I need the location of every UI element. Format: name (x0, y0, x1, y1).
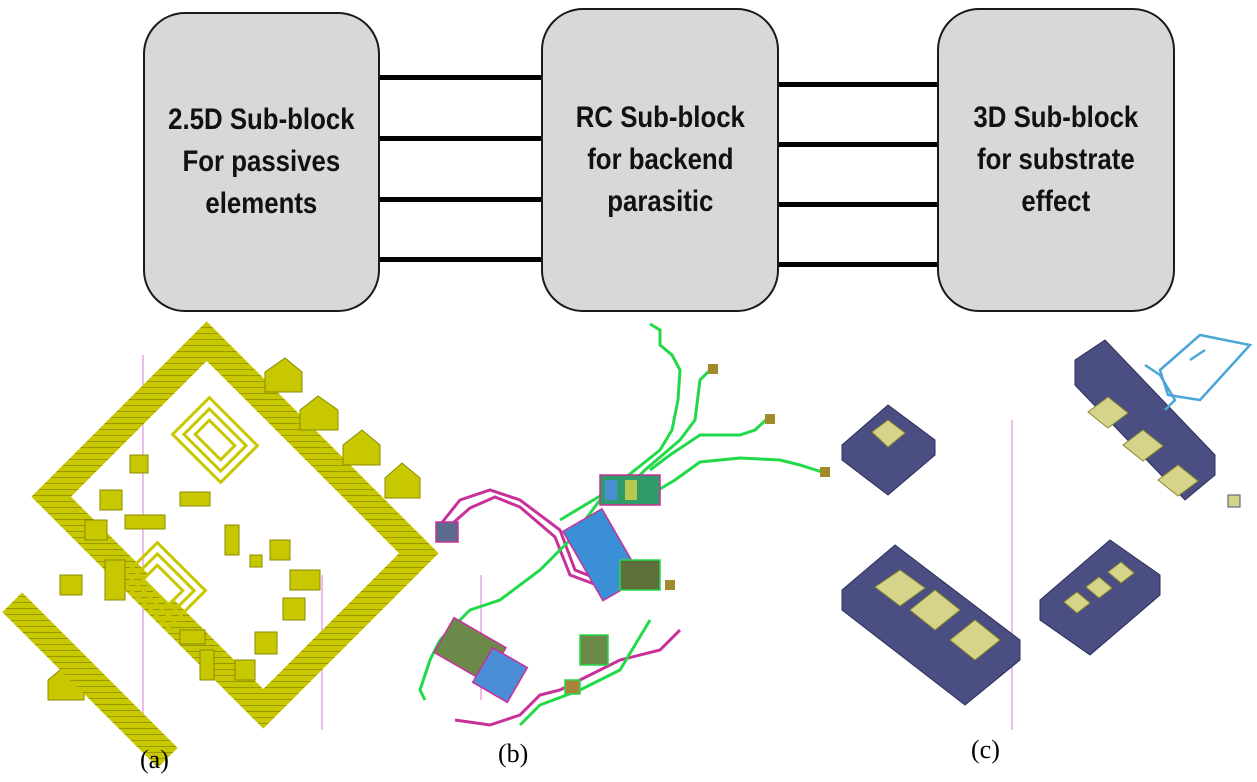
block-3d-label: 3D Sub-block for substrate effect (973, 101, 1139, 218)
connector-ab-4 (380, 257, 541, 262)
connector-ab-2 (380, 136, 541, 141)
connector-bc-2 (779, 142, 937, 147)
inductor-center (118, 540, 208, 630)
backend-parasitic-layout (418, 322, 830, 727)
caption-b: (b) (498, 739, 529, 768)
block-3d-substrate: 3D Sub-block for substrate effect (937, 8, 1175, 312)
substrate-effect-layout (841, 333, 1253, 730)
caption-c: (c) (971, 735, 1000, 764)
caption-a: (a) (140, 745, 169, 774)
connector-ab-1 (380, 75, 541, 80)
connector-ab-3 (380, 197, 541, 202)
block-2-5d-passives: 2.5D Sub-block For passives elements (143, 12, 380, 312)
block-2-5d-label: 2.5D Sub-block For passives elements (168, 103, 355, 220)
block-rc-backend: RC Sub-block for backend parasitic (541, 8, 779, 312)
inductor-top (170, 395, 260, 485)
connector-bc-4 (779, 262, 937, 267)
connector-bc-1 (779, 82, 937, 87)
connector-bc-3 (779, 202, 937, 207)
block-rc-label: RC Sub-block for backend parasitic (575, 101, 745, 218)
passive-elements-layout (2, 321, 439, 768)
